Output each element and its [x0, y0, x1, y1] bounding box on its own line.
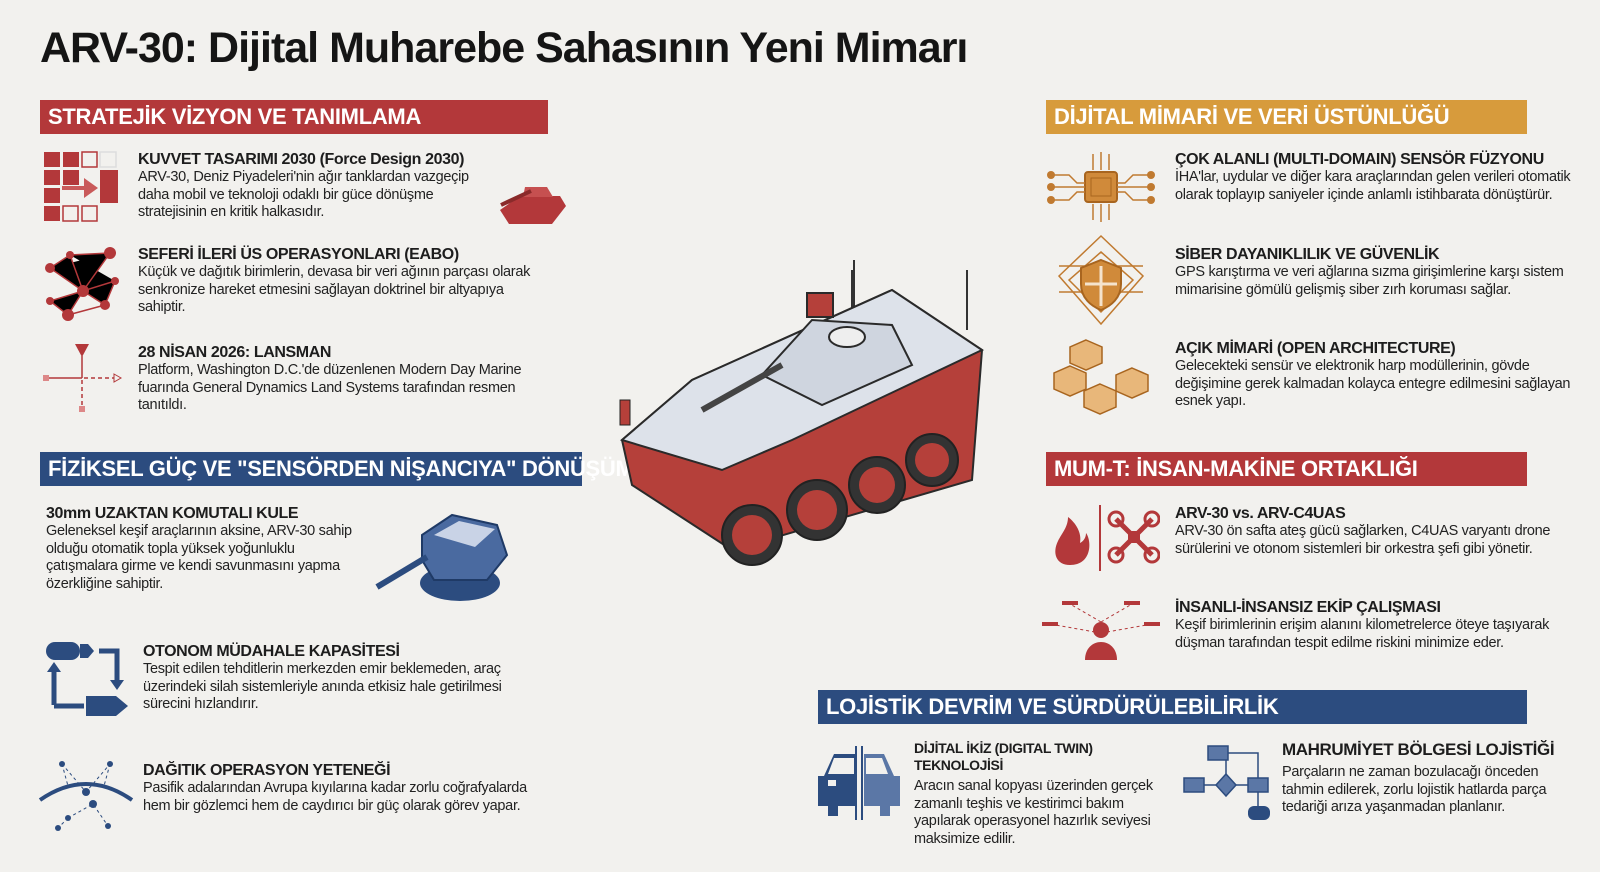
item-body: Aracın sanal kopyası üzerinden gerçek za…	[914, 778, 1153, 847]
cubes-icon	[1053, 339, 1149, 415]
arv-30-vehicle-illustration	[619, 260, 985, 566]
item-title: AÇIK MİMARİ (OPEN ARCHITECTURE)	[1175, 340, 1456, 357]
item-title: OTONOM MÜDAHALE KAPASİTESİ	[143, 643, 400, 660]
chip-icon	[1047, 152, 1155, 222]
item-title: MAHRUMİYET BÖLGESİ LOJİSTİĞİ	[1282, 740, 1555, 759]
launch-crosshair-icon	[43, 344, 123, 412]
page-title: ARV-30: Dijital Muharebe Sahasının Yeni …	[40, 24, 968, 72]
section-header-logistics: LOJİSTİK DEVRİM VE SÜRDÜRÜLEBİLİRLİK	[818, 690, 1527, 724]
item-body: İHA'lar, uydular ve diğer kara araçların…	[1175, 169, 1571, 203]
loop-arrows-icon	[46, 642, 128, 716]
item-title: SİBER DAYANIKLILIK VE GÜVENLİK	[1175, 246, 1440, 263]
item-title: DAĞITIK OPERASYON YETENEĞİ	[143, 762, 391, 779]
item-body: Platform, Washington D.C.'de düzenlenen …	[138, 362, 522, 413]
item-body: GPS karıştırma ve veri ağlarına sızma gi…	[1175, 264, 1564, 298]
item-title: KUVVET TASARIMI 2030 (Force Design 2030)	[138, 151, 465, 168]
section-header-mumt: MUM-T: İNSAN-MAKİNE ORTAKLIĞI	[1046, 452, 1527, 486]
section-header-digital: DİJİTAL MİMARİ VE VERİ ÜSTÜNLÜĞÜ	[1046, 100, 1527, 134]
operator-drones-icon	[1042, 601, 1160, 660]
digital-twin-car-icon	[818, 746, 900, 820]
turret-icon	[375, 513, 509, 601]
section-header-strategic: STRATEJİK VİZYON VE TANIMLAMA	[40, 100, 548, 134]
item-title: SEFERİ İLERİ ÜS OPERASYONLARI (EABO)	[138, 246, 459, 263]
item-body: Keşif birimlerinin erişim alanını kilome…	[1175, 617, 1550, 651]
item-body: Parçaların ne zaman bozulacağı önceden t…	[1282, 764, 1547, 815]
tank-icon	[500, 187, 566, 224]
item-body: Tespit edilen tehditlerin merkezden emir…	[143, 661, 502, 712]
item-title: 28 NİSAN 2026: LANSMAN	[138, 344, 332, 361]
item-body: Geleneksel keşif araçlarının aksine, ARV…	[46, 523, 352, 592]
item-body: ARV-30, Deniz Piyadeleri'nin ağır tankla…	[138, 169, 469, 220]
item-body: Küçük ve dağıtık birimlerin, devasa bir …	[138, 264, 531, 315]
item-title: DİJİTAL İKİZ (DIGITAL TWIN) TEKNOLOJİSİ	[914, 740, 1093, 773]
item-title: 30mm UZAKTAN KOMUTALI KULE	[46, 505, 299, 522]
item-body: Pasifik adalarından Avrupa kıyılarına ka…	[143, 780, 527, 814]
flowchart-icon	[1183, 745, 1270, 820]
section-header-physical: FİZİKSEL GÜÇ VE "SENSÖRDEN NİŞANCIYA" DÖ…	[40, 452, 634, 486]
item-title: ARV-30 vs. ARV-C4UAS	[1175, 505, 1346, 522]
grid-transformation-icon	[44, 151, 118, 222]
shield-icon	[1057, 234, 1145, 326]
network-nodes-icon	[45, 247, 119, 321]
fire-drone-icon	[1055, 505, 1160, 571]
item-title: İNSANLI-İNSANSIZ EKİP ÇALIŞMASI	[1175, 599, 1441, 616]
item-body: ARV-30 ön safta ateş gücü sağlarken, C4U…	[1175, 523, 1551, 557]
item-title: ÇOK ALANLI (MULTI-DOMAIN) SENSÖR FÜZYONU	[1175, 151, 1544, 168]
distributed-globe-icon	[38, 761, 134, 831]
item-body: Gelecekteki sensür ve elektronik harp mo…	[1175, 358, 1571, 409]
